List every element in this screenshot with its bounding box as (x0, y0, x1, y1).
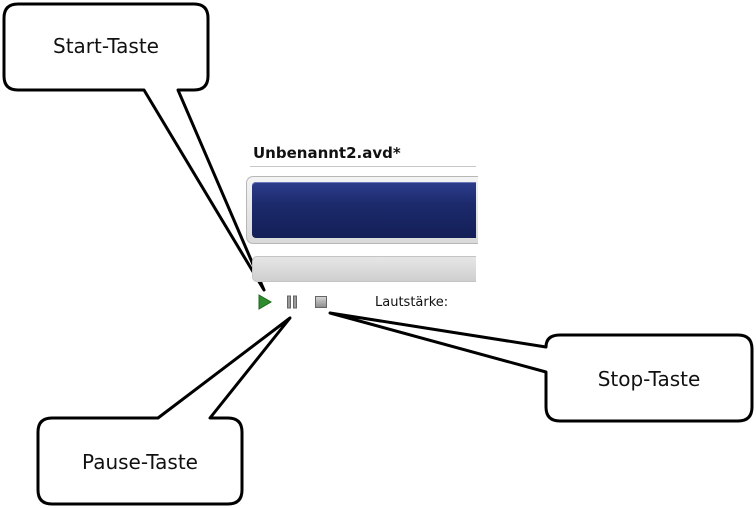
title-divider (250, 166, 476, 167)
play-button[interactable] (258, 294, 272, 310)
pause-icon (287, 295, 297, 309)
pause-button[interactable] (286, 295, 298, 309)
callout-start-text: Start-Taste (53, 34, 159, 58)
callout-stop-bubble (328, 311, 754, 423)
stop-icon (315, 296, 327, 308)
callout-pause-text: Pause-Taste (82, 450, 198, 474)
callout-pause-bubble (36, 316, 292, 506)
progress-slider[interactable] (252, 256, 476, 282)
callout-start-bubble (2, 2, 266, 292)
callout-stop-text: Stop-Taste (597, 367, 701, 391)
stop-button[interactable] (314, 295, 328, 309)
file-title: Unbenannt2.avd* (253, 144, 401, 162)
volume-label: Lautstärke: (375, 295, 449, 310)
play-icon (258, 294, 272, 310)
display-screen (252, 182, 476, 238)
